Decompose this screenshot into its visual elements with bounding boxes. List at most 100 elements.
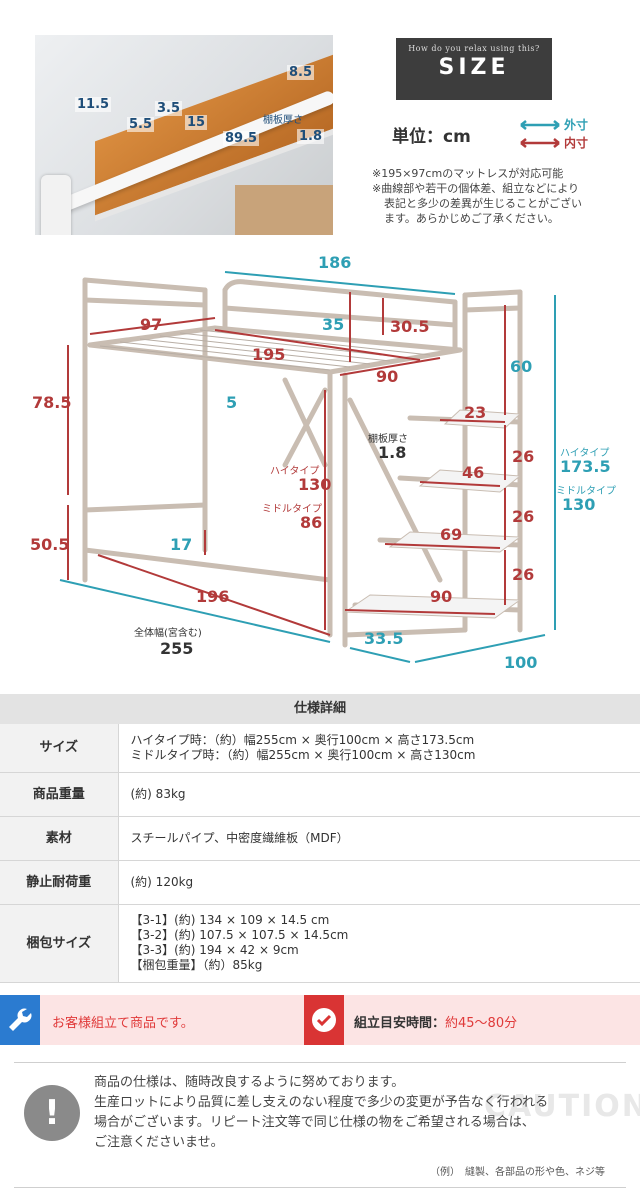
spec-value-line: 【3-3】(約) 194 × 42 × 9cm: [130, 943, 299, 957]
caution-line: 商品の仕様は、随時改良するように努めております。: [94, 1075, 405, 1090]
bed-post-image: [41, 175, 71, 235]
loft-bed-drawing: [59, 271, 556, 663]
unit-legend: 単位：cm 外寸 内寸: [392, 118, 622, 158]
inner-arrow-icon: [520, 138, 560, 148]
middle-type-label: ミドルタイプ: [556, 486, 616, 497]
assembly-time-value: 約45～80分: [445, 1016, 518, 1031]
caution-line: 生産ロットにより品質に差し支えのない程度で多少の変更が予告なく行われる: [94, 1095, 549, 1110]
dim-23: 23: [464, 403, 487, 422]
wrench-icon: [0, 995, 40, 1045]
spec-value: スチールパイプ、中密度繊維板（MDF）: [117, 816, 640, 861]
dim-17: 17: [170, 535, 193, 554]
spec-value-line: (約) 83kg: [130, 786, 186, 801]
caution-text: 商品の仕様は、随時改良するように努めております。 生産ロットにより品質に差し支え…: [94, 1073, 564, 1153]
dim-195: 195: [252, 345, 286, 364]
diagram-shelf-thickness-label: 棚板厚さ: [368, 434, 408, 445]
dim-97: 97: [140, 315, 163, 334]
photo-dim-11-5: 11.5: [75, 97, 112, 112]
caution-watermark: CAUTION: [484, 1089, 640, 1124]
check-icon: [304, 995, 344, 1045]
dim-46: 46: [462, 463, 485, 482]
spec-key: 静止耐荷重: [0, 860, 118, 905]
spec-value-line: ハイタイプ時：（約）幅255cm × 奥行100cm × 高さ173.5cm: [130, 732, 475, 747]
dim-90-top: 90: [376, 367, 399, 386]
caution-box: CAUTION ! 商品の仕様は、随時改良するように努めております。 生産ロット…: [14, 1062, 640, 1188]
top-section: 8.5 11.5 3.5 5.5 15 89.5 棚板厚さ 1.8 How do…: [0, 0, 640, 245]
table-row: 梱包サイズ 【3-1】(約) 134 × 109 × 14.5 cm 【3-2】…: [0, 904, 640, 983]
size-title: SIZE: [438, 55, 510, 80]
inner-high-type-label: ハイタイプ: [270, 466, 320, 477]
inner-size-label: 内寸: [564, 136, 589, 150]
dim-100: 100: [504, 653, 538, 672]
diagram-shelf-thickness-value: 1.8: [378, 443, 407, 462]
dim-35: 35: [322, 315, 345, 334]
high-type-value: 173.5: [560, 457, 611, 476]
photo-dim-5-5: 5.5: [127, 117, 155, 132]
spec-value-line: 【3-2】(約) 107.5 × 107.5 × 14.5cm: [130, 928, 349, 942]
bed-dimension-diagram: 186 97 35 30.5 195 90 60 78.5 5 23 棚板厚さ …: [0, 250, 640, 680]
spec-value: 【3-1】(約) 134 × 109 × 14.5 cm 【3-2】(約) 10…: [117, 904, 640, 983]
dim-30-5: 30.5: [390, 317, 430, 336]
photo-dim-3-5: 3.5: [155, 101, 183, 116]
note-line: ※曲線部や若干の個体差、組立などにより: [372, 182, 579, 195]
caution-line: 場合がございます。リピート注文等で同じ仕様の物をご希望される場合は、: [94, 1115, 535, 1130]
dim-26-1: 26: [512, 447, 535, 466]
note-line: ※195×97cmのマットレスが対応可能: [372, 167, 564, 180]
table-row: 静止耐荷重 (約) 120kg: [0, 860, 640, 905]
spec-key: サイズ: [0, 724, 118, 773]
dim-5: 5: [226, 393, 238, 412]
notes-block: ※195×97cmのマットレスが対応可能 ※曲線部や若干の個体差、組立などにより…: [372, 166, 632, 226]
spec-value-line: スチールパイプ、中密度繊維板（MDF）: [130, 830, 349, 845]
middle-type-value: 130: [562, 495, 596, 514]
note-line: 表記と多少の差異が生じることがござい: [384, 197, 582, 210]
spec-value: (約) 120kg: [117, 860, 640, 905]
dim-26-2: 26: [512, 507, 535, 526]
photo-dim-15: 15: [185, 115, 208, 130]
dim-186: 186: [318, 253, 352, 272]
caution-line: ご注意くださいませ。: [94, 1135, 224, 1150]
table-row: サイズ ハイタイプ時：（約）幅255cm × 奥行100cm × 高さ173.5…: [0, 724, 640, 773]
size-subtitle: How do you relax using this?: [408, 44, 540, 53]
spec-key: 商品重量: [0, 772, 118, 817]
photo-shelf-thickness-label: 棚板厚さ: [263, 115, 303, 126]
spec-value: ハイタイプ時：（約）幅255cm × 奥行100cm × 高さ173.5cm ミ…: [117, 724, 640, 773]
spec-table: サイズ ハイタイプ時：（約）幅255cm × 奥行100cm × 高さ173.5…: [0, 724, 640, 983]
dim-196: 196: [196, 587, 230, 606]
spec-value-line: 【3-1】(約) 134 × 109 × 14.5 cm: [130, 913, 330, 927]
spec-key: 素材: [0, 816, 118, 861]
unit-label: 単位：cm: [392, 127, 471, 147]
inner-high-type-value: 130: [298, 475, 332, 494]
dim-78-5: 78.5: [32, 393, 72, 412]
dim-26-3: 26: [512, 565, 535, 584]
dim-50-5: 50.5: [30, 535, 70, 554]
note-line: ます。あらかじめご了承ください。: [384, 212, 559, 225]
outer-arrow-icon: [520, 120, 560, 130]
spec-value-line: ミドルタイプ時：（約）幅255cm × 奥行100cm × 高さ130cm: [130, 747, 476, 762]
assembly-time-label: 組立目安時間：: [354, 1016, 446, 1031]
spec-value-line: 【梱包重量】（約）85kg: [130, 958, 263, 972]
inner-middle-type-label: ミドルタイプ: [262, 504, 322, 515]
table-row: 商品重量 (約) 83kg: [0, 772, 640, 817]
outer-size-label: 外寸: [564, 118, 589, 132]
spec-value-line: (約) 120kg: [130, 874, 194, 889]
dim-33-5: 33.5: [364, 629, 404, 648]
total-width-value: 255: [160, 639, 194, 658]
mattress-image: [235, 185, 333, 235]
caution-example: （例） 縫製、各部品の形や色、ネジ等: [430, 1167, 605, 1178]
dim-60: 60: [510, 357, 533, 376]
table-row: 素材 スチールパイプ、中密度繊維板（MDF）: [0, 816, 640, 861]
dim-69: 69: [440, 525, 463, 544]
dim-90-bottom: 90: [430, 587, 453, 606]
spec-key: 梱包サイズ: [0, 904, 118, 983]
total-width-label: 全体幅(宮含む): [134, 628, 202, 639]
assembly-info-bar: お客様組立て商品です。 組立目安時間：約45～80分: [0, 995, 640, 1045]
inner-middle-type-value: 86: [300, 513, 323, 532]
high-type-label: ハイタイプ: [560, 448, 610, 459]
size-heading: How do you relax using this? SIZE: [396, 38, 552, 100]
assembly-time-text: 組立目安時間：約45～80分: [354, 1012, 517, 1031]
photo-dim-8-5: 8.5: [287, 65, 315, 80]
shelf-photo: 8.5 11.5 3.5 5.5 15 89.5 棚板厚さ 1.8: [35, 35, 333, 235]
spec-value: (約) 83kg: [117, 772, 640, 817]
exclamation-icon: !: [24, 1085, 80, 1141]
photo-shelf-thickness-value: 1.8: [297, 129, 325, 144]
